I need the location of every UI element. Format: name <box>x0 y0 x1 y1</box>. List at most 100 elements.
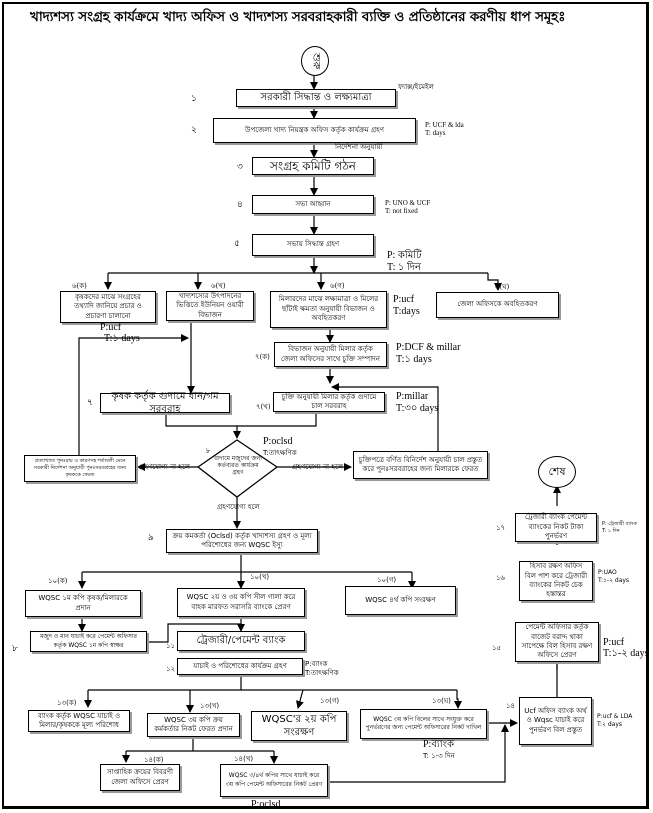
step-7a-note-p: P:DCF & millar <box>396 342 461 353</box>
step-14-text: Ucf অফিস ব্যাংক অর্থ ও Wqsc যাচাই করে পু… <box>524 706 587 734</box>
step-8-box: মজুদ ও মান যাচাই করে পেমেন্ট অফিসার কর্ত… <box>30 631 147 652</box>
step-15-note-t: T:১-২ days <box>603 648 649 659</box>
decision-diamond <box>196 439 279 498</box>
step-6b-box: খাদ্যশস্যের উৎপাদনের ভিত্তিতে ইউনিয়ন ওয… <box>166 291 254 321</box>
step-14-note-p: P:ucf & LDA <box>597 713 633 720</box>
step-13d-note-p: P:ব্যাংক <box>423 739 455 750</box>
step-6a-note-p: P:ucf <box>100 322 122 333</box>
step-6c-text: মিলারদের মাঝে লক্ষ্যমাত্রা ও মিলের ছাঁটা… <box>278 295 379 323</box>
step-4-box: সভা আহ্বান <box>252 195 374 214</box>
step-8-text: মজুদ ও মান যাচাই করে পেমেন্ট অফিসার কর্ত… <box>40 633 137 649</box>
step-6d-text: জেলা অফিসকে অবহিতকরণ <box>457 300 538 309</box>
step-4-note-t: T: not fixed <box>385 207 418 215</box>
page-title: খাদ্যশস্য সংগ্রহ কার্যক্রমে খাদ্য অফিস ও… <box>30 9 566 25</box>
step-7a-box: বিভাজন অনুযায়ী মিলার কর্তৃক জেলা অফিসের… <box>274 342 387 367</box>
step-12-note-p: P:ব্যাংক <box>305 660 328 668</box>
step-14-number: ১৪ <box>506 702 516 710</box>
step-9-box: ক্রয় কমকর্তা (Oclsd) কর্তৃক খাদ্যশস্য গ… <box>166 529 318 553</box>
step-13d-number: ১৩(ঘ) <box>432 697 451 705</box>
step-17-note-t: T: ১ দিন <box>602 528 620 534</box>
step-14b-number: ১৪(খ) <box>234 755 254 763</box>
reject-right-box: চুক্তিপত্রে বর্ণিত বিনির্দেশ অনুযায়ী চা… <box>353 451 488 479</box>
step-16-number: ১৬ <box>496 574 506 582</box>
step-10b-box: WQSC ২য় ও ৩য় কপি সীল গালা করে বাহক মার… <box>177 588 305 617</box>
decision-text: গুদামে মজুদের জন্য কর্তব্যরত কার্যক্রম গ… <box>213 455 263 476</box>
step-17-number: ১৭ <box>496 524 506 532</box>
step-2-note-t: T: days <box>425 129 446 137</box>
step-10c-text: WQSC ৪র্থ কপি সংরক্ষণ <box>365 595 436 604</box>
step-7b-box: চুক্তি অনুযায়ী মিলার কর্তৃক গুদামে চাল … <box>273 392 385 412</box>
step-15-note-p: P:ucf <box>603 637 625 648</box>
step-13c-text: WQSC'র ২য় কপি সংরক্ষণ <box>261 713 337 739</box>
end-label: শেষ <box>548 464 566 478</box>
step-7b-note-p: P:millar <box>396 391 429 402</box>
step-11-box: ট্রেজারী/পেমেন্ট ব্যাংক <box>177 631 305 651</box>
reject-left-text: প্রত্যাখ্যাত পুনঃরায় ও কারণসহ শর্তাবলী … <box>33 458 127 478</box>
step-13c-box: WQSC'র ২য় কপি সংরক্ষণ <box>251 711 347 741</box>
decision-note-p: P:oclsd <box>263 436 293 447</box>
step-6c-note-p: P:ucf <box>393 294 415 305</box>
reject-right-text: চুক্তিপত্রে বর্ণিত বিনির্দেশ অনুযায়ী চা… <box>358 455 483 473</box>
step-13d-text: WQSC ৩য় কপি বিলের সাথে সংযুক্ত করে পুনর… <box>365 715 482 731</box>
step-8-number: ৮ <box>12 644 18 654</box>
step-2-note-below: নির্দেশনা অনুযায়ী <box>335 143 383 151</box>
step-13a-text: ব্যাংক কর্তৃক WQSC যাচাই ও মিলার/কৃষককে … <box>37 711 121 729</box>
step-5-text: সভায় সিদ্ধান্ত গ্রহণ <box>286 240 340 249</box>
step-7-box: কৃষক কর্তৃক গুদামে ধান/গম সরবরাহ <box>100 391 230 415</box>
step-3-number: ৩ <box>237 162 243 172</box>
step-2-note-p: P: UCF & lda <box>425 121 464 129</box>
step-6a-number: ৬(ক) <box>72 282 87 290</box>
step-7b-text: চুক্তি অনুযায়ী মিলার কর্তৃক গুদামে চাল … <box>281 392 377 410</box>
step-10c-box: WQSC ৪র্থ কপি সংরক্ষণ <box>345 586 456 615</box>
step-7b-number: ৭(খ) <box>256 403 271 411</box>
step-10a-box: WQSC ১ম কপি কৃষক/মিলারকে প্রদান <box>25 590 141 617</box>
step-13d-note-t: T: ১-৩ দিন <box>423 752 455 760</box>
step-16-text: হিসাব রক্ষণ অফিস বিল পাশ করে ট্রেজারী ব্… <box>524 562 588 599</box>
step-15-box: পেমেন্ট অফিসার কর্তৃক বাজেট বরাদ্দ থাকা … <box>515 622 599 662</box>
step-16-note-t: T:১-২ days <box>598 577 630 584</box>
step-9-text: ক্রয় কমকর্তা (Oclsd) কর্তৃক খাদ্যশস্য গ… <box>172 531 312 549</box>
step-1-box: সরকারী সিদ্ধান্ত ও লক্ষ্যমাত্রা <box>236 89 396 107</box>
step-1-text: সরকারী সিদ্ধান্ত ও লক্ষ্যমাত্রা <box>260 92 372 104</box>
step-17-note-p: P: ট্রেজারী ব্যাংক <box>602 521 637 527</box>
step-4-note-p: P: UNO & UCF <box>385 199 431 207</box>
step-12-box: যাচাই ও পরিশোধের কার্যক্রম গ্রহণ <box>177 658 303 675</box>
step-12-note-t: T:তাৎক্ষণিক <box>305 669 339 677</box>
step-7-number: ৭ <box>87 398 93 408</box>
step-15-number: ১৫ <box>492 644 502 652</box>
step-13d-box: WQSC ৩য় কপি বিলের সাথে সংযুক্ত করে পুনর… <box>360 709 487 739</box>
decision-number: ৮ <box>206 447 211 455</box>
step-15-text: পেমেন্ট অফিসার কর্তৃক বাজেট বরাদ্দ থাকা … <box>521 623 593 660</box>
step-6b-number: ৬(খ) <box>211 282 226 290</box>
step-3-box: সংগ্রহ কমিটি গঠন <box>252 157 374 175</box>
reject-left-box: প্রত্যাখ্যাত পুনঃরায় ও কারণসহ শর্তাবলী … <box>24 455 136 482</box>
step-4-number: ৪ <box>237 200 243 210</box>
end-node: শেষ <box>538 456 576 488</box>
step-14a-box: সাপ্তাহিক ক্রয়ের বিবরণী জেলা অফিসে প্রে… <box>100 764 180 791</box>
step-13a-number: ১৩(ক) <box>57 699 77 707</box>
step-14a-text: সাপ্তাহিক ক্রয়ের বিবরণী জেলা অফিসে প্রে… <box>107 768 173 786</box>
start-label: শুরু <box>310 52 322 70</box>
step-6c-note-t: T:days <box>393 306 420 317</box>
decision-yes-label: গ্রহণযোগ্য হলে <box>217 503 260 511</box>
step-7a-text: বিভাজন অনুযায়ী মিলার কর্তৃক জেলা অফিসের… <box>281 345 380 363</box>
step-2-text: উপজেলা খাদ্য নিয়ন্ত্রক অফিস কর্তৃক কার্… <box>245 125 384 134</box>
step-14b-note: P:oclsd <box>251 799 281 810</box>
step-4-text: সভা আহ্বান <box>295 199 331 208</box>
step-9-number: ৯ <box>148 533 154 543</box>
step-14a-number: ১৪(ক) <box>144 756 164 764</box>
step-6c-number: ৬(গ) <box>330 282 345 290</box>
step-11-text: ট্রেজারী/পেমেন্ট ব্যাংক <box>196 635 286 647</box>
step-10a-text: WQSC ১ম কপি কৃষক/মিলারকে প্রদান <box>38 594 128 612</box>
step-5-note-t: T: ১ দিন <box>387 262 421 273</box>
step-1-number: ১ <box>191 94 197 104</box>
step-3-text: সংগ্রহ কমিটি গঠন <box>270 158 356 173</box>
step-17-text: ট্রেজারী ব্যাংক পেমেন্ট ব্যাংকের নিকট টা… <box>524 513 588 541</box>
decision-note-t: T:তাৎক্ষণিক <box>263 449 297 457</box>
step-7a-note-t: T:১ days <box>396 354 432 365</box>
step-2-box: উপজেলা খাদ্য নিয়ন্ত্রক অফিস কর্তৃক কার্… <box>213 118 416 143</box>
step-14b-box: WQSC ৩/৪র্থ কপির সাথে যাচাই করে ৩য় কপি … <box>220 764 328 797</box>
step-2-number: ২ <box>191 125 197 135</box>
